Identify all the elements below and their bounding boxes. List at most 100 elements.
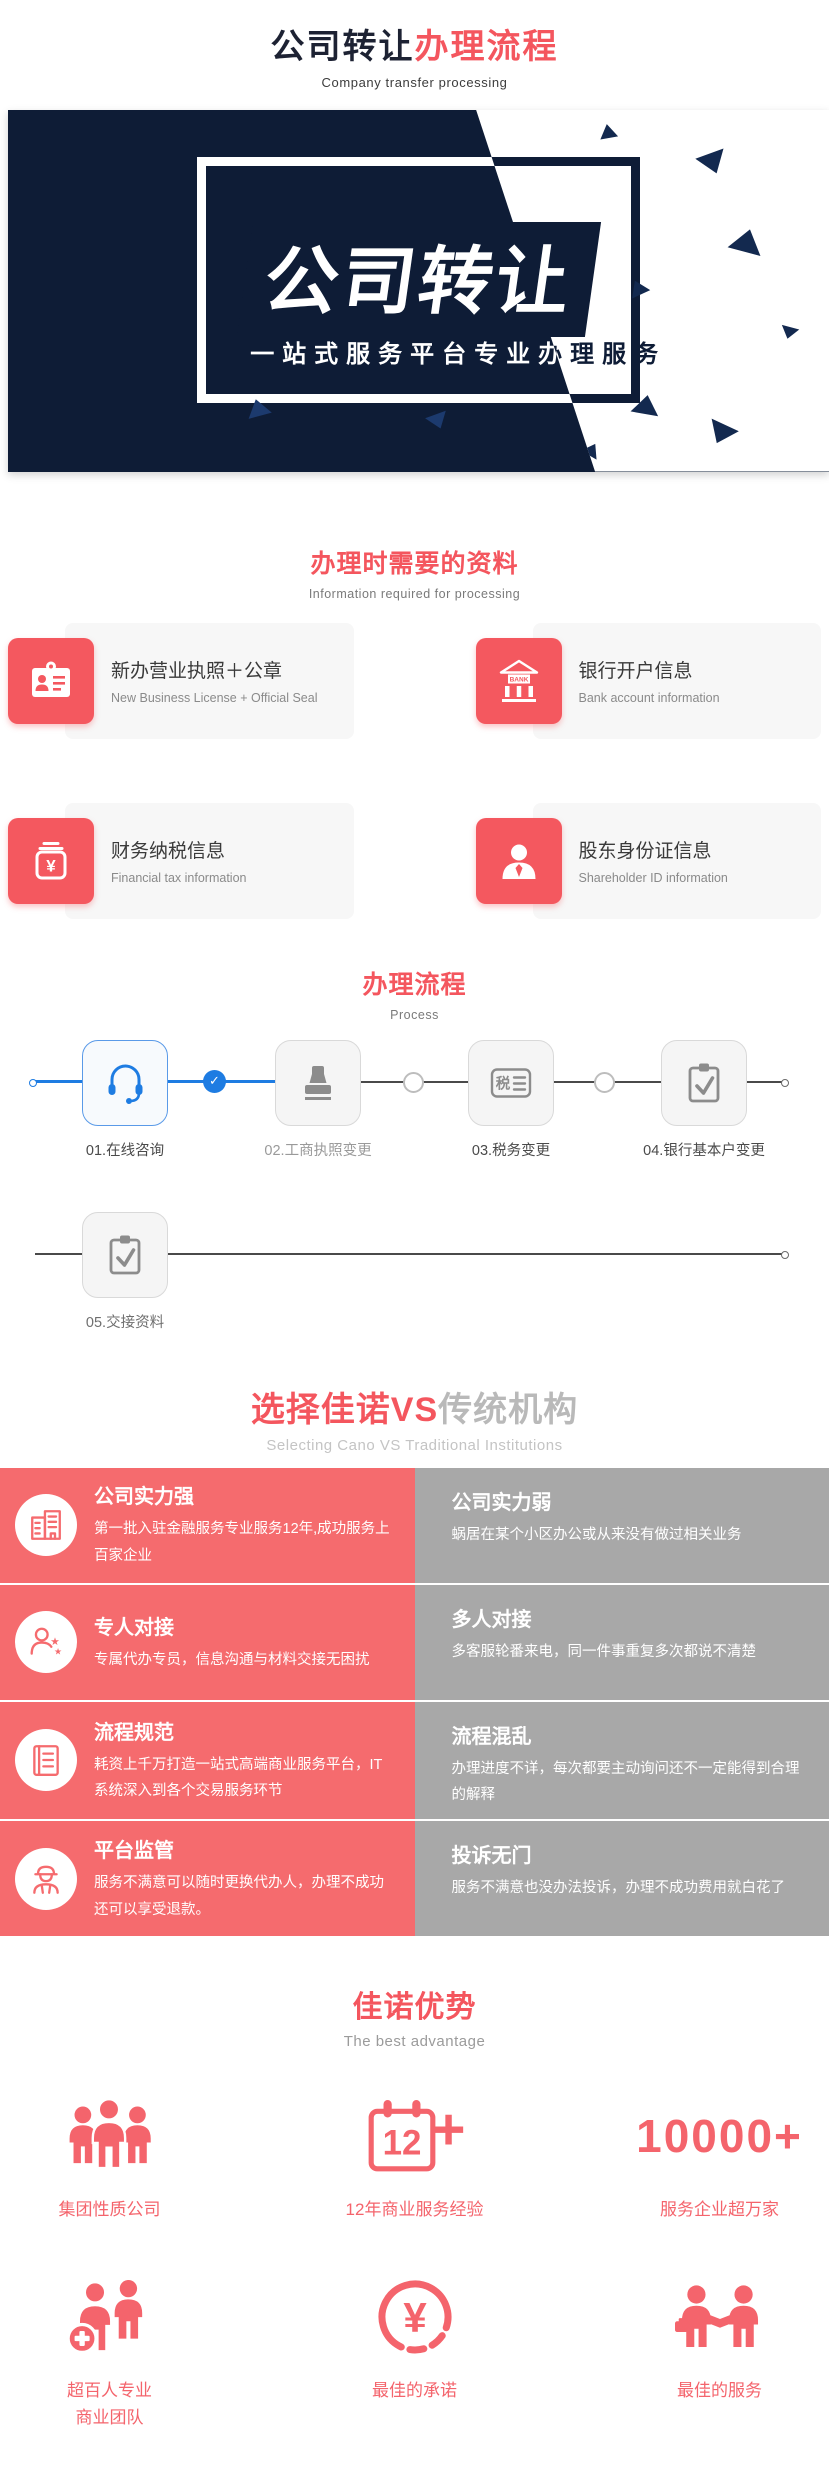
material-card-shareholder: 股东身份证信息 Shareholder ID information bbox=[533, 803, 822, 919]
process-step-label: 01.在线咨询 bbox=[86, 1139, 164, 1160]
id-card-icon bbox=[8, 638, 94, 724]
handshake-icon bbox=[675, 2271, 765, 2363]
process-step-label: 05.交接资料 bbox=[86, 1311, 164, 1332]
page-header: 公司转让办理流程 Company transfer processing bbox=[0, 0, 829, 90]
clients-count-stat: 10000+ bbox=[636, 2090, 803, 2182]
materials-section: 办理时需要的资料 Information required for proces… bbox=[0, 544, 829, 919]
hero-tagline-left: 一站式服务平台 bbox=[250, 334, 474, 369]
comparison-cell-ours: ★ ★ 专人对接 专属代办专员，信息沟通与材料交接无困扰 bbox=[0, 1585, 415, 1702]
advantage-item-clients: 10000+ 服务企业超万家 bbox=[612, 2090, 827, 2223]
material-card-bank: BANK 银行开户信息 Bank account information bbox=[533, 623, 822, 739]
money-box-icon: ¥ bbox=[8, 818, 94, 904]
comparison-item-desc: 蜗居在某个小区办公或从来没有做过相关业务 bbox=[452, 1522, 804, 1549]
yen-icon-text: ¥ bbox=[403, 2294, 427, 2341]
material-card-subtitle: Financial tax information bbox=[111, 871, 246, 885]
comparison-item-desc: 多客服轮番来电，同一件事重复多次都说不清楚 bbox=[452, 1639, 804, 1666]
comparison-row: ★ ★ 专人对接 专属代办专员，信息沟通与材料交接无困扰 多人对接 多客服轮番来… bbox=[0, 1585, 829, 1702]
material-card-title: 新办营业执照＋公章 bbox=[111, 656, 317, 683]
comparison-item-title: 流程混乱 bbox=[452, 1720, 804, 1749]
checklist-icon bbox=[15, 1729, 77, 1791]
advantage-label: 超百人专业商业团队 bbox=[67, 2378, 152, 2431]
advantages-grid: 集团性质公司 12 + 12年商业服务经验 10000+ 服务企业超万家 bbox=[0, 2090, 829, 2431]
advantage-item-service: 最佳的服务 bbox=[612, 2271, 827, 2431]
process-step-4: 04.银行基本户变更 bbox=[619, 1040, 789, 1172]
comparison-cell-theirs: 投诉无门 服务不满意也没办法投诉，办理不成功费用就白花了 bbox=[415, 1821, 829, 1938]
clipboard-check-icon bbox=[82, 1212, 168, 1298]
comparison-item-desc: 服务不满意可以随时更换代办人，办理不成功还可以享受退款。 bbox=[94, 1870, 396, 1924]
comparison-title: 选择佳诺VS传统机构 bbox=[0, 1382, 829, 1431]
material-card-subtitle: Bank account information bbox=[579, 691, 720, 705]
process-flow-row2: 05.交接资料 bbox=[0, 1212, 829, 1332]
comparison-title-red: 选择佳诺VS bbox=[251, 1391, 438, 1429]
tax-badge-icon: 税 bbox=[468, 1040, 554, 1126]
hero-heading: 公司转让 bbox=[8, 222, 829, 337]
comparison-item-desc: 耗资上千万打造一站式高端商业服务平台，IT系统深入到各个交易服务环节 bbox=[94, 1752, 396, 1806]
team-icon bbox=[64, 2090, 156, 2182]
advantage-item-team: 超百人专业商业团队 bbox=[2, 2271, 217, 2431]
advantage-label: 集团性质公司 bbox=[59, 2197, 161, 2223]
yen-icon-text: ¥ bbox=[46, 856, 56, 875]
headset-icon bbox=[82, 1040, 168, 1126]
advantage-label: 最佳的承诺 bbox=[372, 2378, 457, 2404]
comparison-cell-theirs: 公司实力弱 蜗居在某个小区办公或从来没有做过相关业务 bbox=[415, 1468, 829, 1585]
comparison-cell-ours: 流程规范 耗资上千万打造一站式高端商业服务平台，IT系统深入到各个交易服务环节 bbox=[0, 1702, 415, 1822]
comparison-item-desc: 办理进度不详，每次都要主动询问还不一定能得到合理的解释 bbox=[452, 1756, 804, 1810]
flow-end-dot bbox=[781, 1251, 789, 1259]
comparison-item-title: 投诉无门 bbox=[452, 1839, 804, 1868]
hero-banner: 一站式服务平台 专业办理服务 一站式服务平台 专业办理服务 公司转让 bbox=[8, 110, 829, 472]
materials-subtitle: Information required for processing bbox=[0, 587, 829, 601]
star-icon: ★ bbox=[54, 1647, 62, 1657]
process-subtitle: Process bbox=[0, 1008, 829, 1022]
calendar-number: 12 bbox=[382, 2124, 421, 2163]
comparison-row: 平台监管 服务不满意可以随时更换代办人，办理不成功还可以享受退款。 投诉无门 服… bbox=[0, 1821, 829, 1938]
comparison-cell-theirs: 流程混乱 办理进度不详，每次都要主动询问还不一定能得到合理的解释 bbox=[415, 1702, 829, 1822]
shareholder-person-icon bbox=[476, 818, 562, 904]
yuan-coin-icon: ¥ bbox=[373, 2271, 457, 2363]
process-step-label: 02.工商执照变更 bbox=[264, 1139, 371, 1160]
comparison-item-title: 专人对接 bbox=[94, 1611, 370, 1640]
process-step-3: 税 03.税务变更 bbox=[426, 1040, 596, 1172]
process-step-2: 02.工商执照变更 bbox=[233, 1040, 403, 1172]
triangle-decoration-icon bbox=[425, 410, 451, 432]
process-step-label: 04.银行基本户变更 bbox=[643, 1139, 765, 1160]
comparison-item-title: 多人对接 bbox=[452, 1603, 804, 1632]
bank-icon: BANK bbox=[476, 638, 562, 724]
triangle-decoration-icon bbox=[631, 393, 662, 417]
comparison-item-title: 公司实力弱 bbox=[452, 1486, 804, 1515]
material-card-subtitle: New Business License + Official Seal bbox=[111, 691, 317, 705]
advantage-item-experience: 12 + 12年商业服务经验 bbox=[217, 2090, 612, 2223]
comparison-title-gray: 传统机构 bbox=[438, 1391, 578, 1429]
plus-icon: + bbox=[432, 2101, 466, 2159]
advantages-subtitle: The best advantage bbox=[0, 2033, 829, 2050]
calendar-12-icon: 12 + bbox=[364, 2090, 466, 2182]
process-section: 办理流程 Process ✓ 01.在线咨询 bbox=[0, 965, 829, 1332]
agent-star-icon: ★ ★ bbox=[15, 1611, 77, 1673]
triangle-decoration-icon bbox=[581, 439, 603, 459]
comparison-cell-ours: 平台监管 服务不满意可以随时更换代办人，办理不成功还可以享受退款。 bbox=[0, 1821, 415, 1938]
triangle-decoration-icon bbox=[695, 148, 730, 178]
building-icon bbox=[15, 1494, 77, 1556]
supervisor-hardhat-icon bbox=[15, 1848, 77, 1910]
comparison-cell-theirs: 多人对接 多客服轮番来电，同一件事重复多次都说不清楚 bbox=[415, 1585, 829, 1702]
process-step-label: 03.税务变更 bbox=[472, 1139, 550, 1160]
tax-badge-text: 税 bbox=[496, 1074, 511, 1092]
comparison-subtitle: Selecting Cano VS Traditional Institutio… bbox=[0, 1437, 829, 1454]
advantage-label: 最佳的服务 bbox=[677, 2378, 762, 2404]
materials-title: 办理时需要的资料 bbox=[0, 544, 829, 580]
materials-cards: 新办营业执照＋公章 New Business License + Officia… bbox=[0, 623, 829, 919]
advantage-item-promise: ¥ 最佳的承诺 bbox=[217, 2271, 612, 2431]
advantages-title: 佳诺优势 bbox=[0, 1982, 829, 2026]
advantage-label: 12年商业服务经验 bbox=[346, 2197, 484, 2223]
page-subtitle: Company transfer processing bbox=[0, 75, 829, 90]
page-title-dark: 公司转让 bbox=[271, 28, 415, 66]
comparison-item-title: 流程规范 bbox=[94, 1716, 396, 1745]
page-bottom-spacer bbox=[0, 2431, 829, 2471]
process-step-1: 01.在线咨询 bbox=[40, 1040, 210, 1172]
stamp-icon bbox=[275, 1040, 361, 1126]
material-card-title: 股东身份证信息 bbox=[579, 836, 728, 863]
comparison-item-desc: 服务不满意也没办法投诉，办理不成功费用就白花了 bbox=[452, 1875, 804, 1902]
add-people-icon bbox=[66, 2271, 154, 2363]
comparison-row: 流程规范 耗资上千万打造一站式高端商业服务平台，IT系统深入到各个交易服务环节 … bbox=[0, 1702, 829, 1822]
advantage-item-group: 集团性质公司 bbox=[2, 2090, 217, 2223]
comparison-item-desc: 第一批入驻金融服务专业服务12年,成功服务上百家企业 bbox=[94, 1516, 396, 1570]
